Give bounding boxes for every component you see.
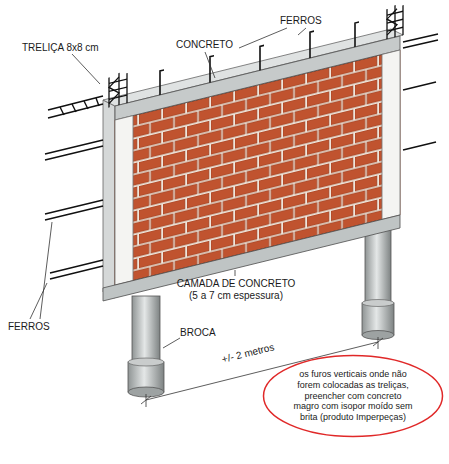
rebar-label: FERROS xyxy=(8,321,50,333)
wall-front xyxy=(103,3,403,301)
truss-label: TRELIÇA 8x8 cm xyxy=(22,42,99,54)
dimension-label: +/- 2 metros xyxy=(221,341,276,365)
wall-end-face xyxy=(103,100,115,298)
concrete-layer-label: CAMADA DE CONCRETO (5 a 7 cm espessura) xyxy=(172,278,300,301)
broca-pile xyxy=(128,296,164,397)
leader-line xyxy=(30,28,306,348)
broca-pile xyxy=(362,226,394,340)
note-text: os furos verticais onde não forem coloca… xyxy=(291,369,415,423)
rebar-label: FERROS xyxy=(280,15,322,27)
rebar xyxy=(45,34,438,279)
pile-label: BROCA xyxy=(180,327,216,339)
note-ellipse-shape xyxy=(264,356,443,437)
concrete-label: CONCRETO xyxy=(176,39,233,51)
note-ellipse: os furos verticais onde não forem coloca… xyxy=(262,354,444,438)
